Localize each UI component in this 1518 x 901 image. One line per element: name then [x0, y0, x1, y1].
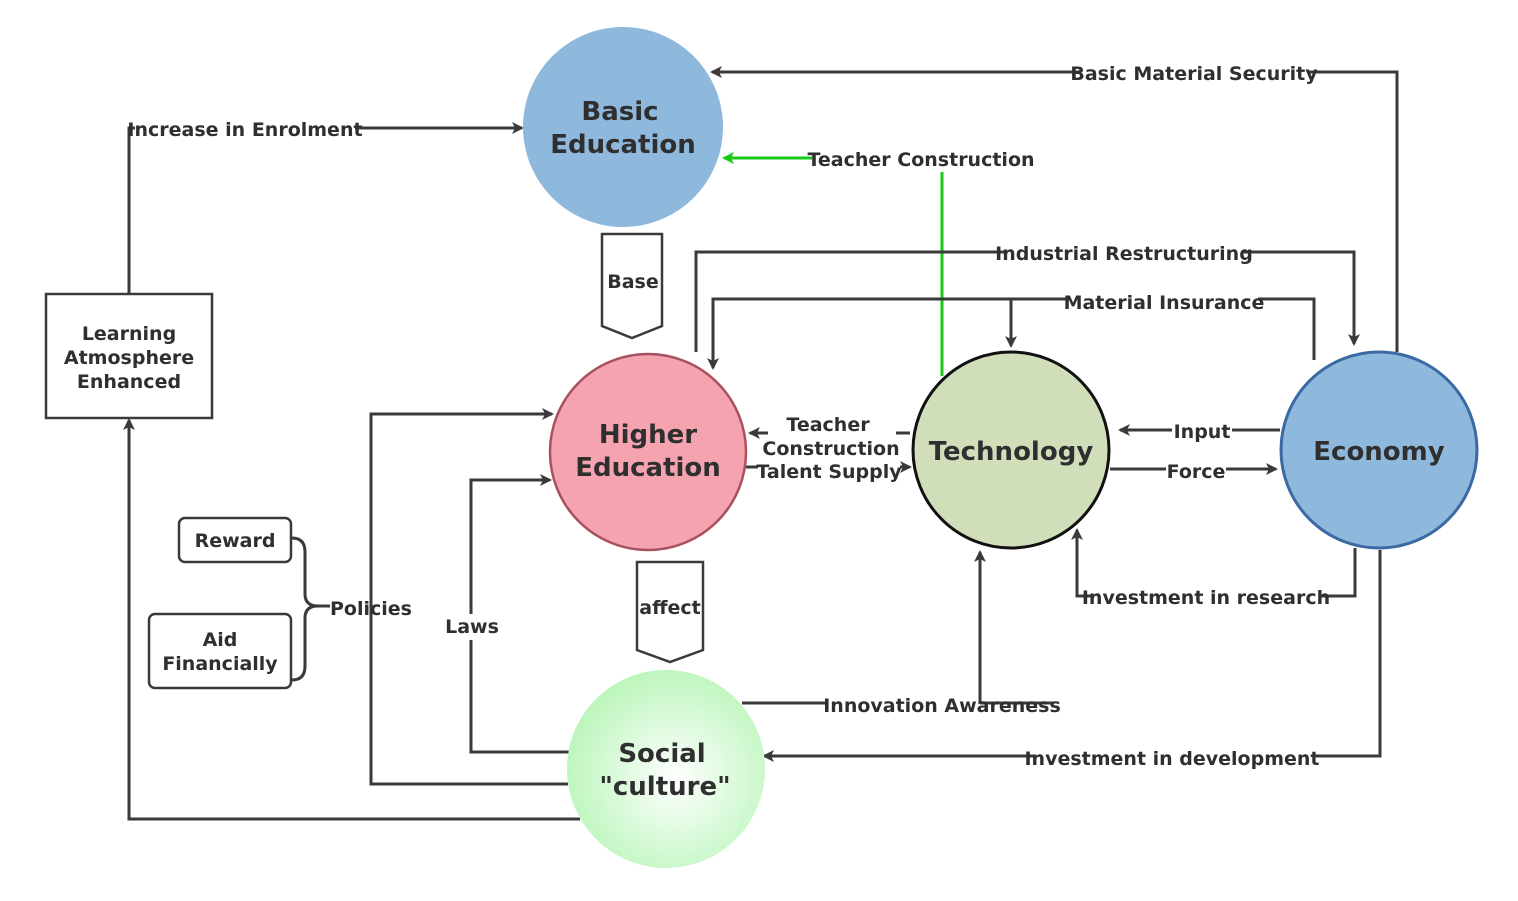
policies-label: Policies: [330, 598, 412, 620]
social-culture-node: [567, 670, 765, 868]
industrial-restructuring-label: Industrial Restructuring: [995, 243, 1253, 265]
basic-education-node: [523, 27, 723, 227]
edge-industrial-restructuring: [694, 250, 1354, 352]
social-culture-label-1: Social: [618, 739, 705, 769]
edge-investment-in-research: [1077, 530, 1357, 598]
economy-label: Economy: [1313, 437, 1444, 467]
teacher-construction-label-2: Construction: [762, 438, 899, 460]
economy-node: [1279, 350, 1479, 550]
higher-education-node: [548, 352, 748, 552]
aid-financially-label-2: Financially: [162, 653, 278, 675]
basic-education-label-2: Education: [550, 130, 696, 160]
higher-education-label-1: Higher: [599, 420, 697, 450]
technology-label: Technology: [929, 437, 1094, 467]
basic-education-label-1: Basic: [581, 97, 658, 127]
teacher-construction-green-label: Teacher Construction: [807, 149, 1034, 171]
base-label: Base: [607, 271, 659, 293]
affect-label: affect: [639, 597, 700, 619]
edge-social-to-learning: [123, 418, 580, 821]
reward-box: [177, 516, 293, 564]
force-label: Force: [1167, 461, 1226, 483]
investment-in-development-label: Investment in development: [1024, 748, 1319, 770]
higher-education-label-2: Education: [575, 453, 721, 483]
aid-financially-box: [147, 612, 293, 690]
talent-supply-label: Talent Supply: [756, 461, 902, 483]
learning-atmosphere-label-2: Atmosphere: [64, 347, 194, 369]
technology-node: [911, 350, 1111, 550]
reward-label: Reward: [195, 530, 276, 552]
aid-financially-label-1: Aid: [203, 629, 238, 651]
social-culture-label-2: "culture": [599, 772, 730, 802]
base-pentagon: [600, 232, 664, 340]
edge-policies: [369, 408, 568, 786]
teacher-construction-label-1: Teacher: [786, 414, 870, 436]
affect-pentagon: [635, 560, 705, 664]
edge-laws: [469, 480, 570, 754]
learning-atmosphere-label-3: Enhanced: [77, 371, 181, 393]
edge-basic-material-security: [712, 72, 1399, 352]
laws-label: Laws: [445, 616, 499, 638]
learning-atmosphere-label-1: Learning: [82, 323, 176, 345]
edge-increase-in-enrolment: [127, 128, 522, 294]
edge-investment-in-development: [764, 550, 1382, 756]
edge-material-insurance: [713, 297, 1316, 368]
policies-brace: [291, 536, 330, 682]
increase-in-enrolment-label: Increase in Enrolment: [127, 119, 362, 141]
basic-material-security-label: Basic Material Security: [1070, 63, 1318, 85]
edge-teacher-construction-green: [724, 158, 944, 376]
innovation-awareness-label: Innovation Awareness: [823, 695, 1061, 717]
input-label: Input: [1174, 421, 1231, 443]
learning-atmosphere-box: [44, 292, 214, 420]
investment-in-research-label: Investment in research: [1082, 587, 1330, 609]
material-insurance-label: Material Insurance: [1064, 292, 1265, 314]
